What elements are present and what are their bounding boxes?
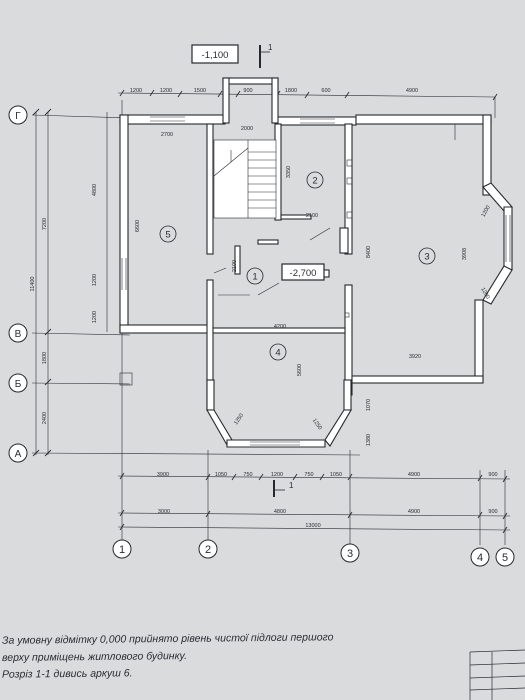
dim-top: 4900 — [406, 88, 418, 94]
dim-bottom-row1: 1200 — [271, 472, 283, 478]
section-mark-bottom: 1 — [273, 480, 294, 497]
dim-room1-height: 2100 — [232, 260, 238, 272]
room-circle — [246, 267, 264, 285]
title-block — [469, 649, 525, 700]
room-labels: 5 2 1 3 4 — [159, 171, 436, 361]
dimension-ticks — [32, 89, 508, 534]
dim-bottom-total: 13000 — [305, 523, 320, 529]
axis-bubble-2 — [8, 373, 28, 393]
fixtures — [119, 159, 353, 386]
dim-left-inner: 4800 — [92, 184, 98, 196]
dim-top: 900 — [243, 88, 252, 94]
dim-bay4-right: 1250 — [311, 418, 323, 431]
axis-bubble-4 — [470, 547, 490, 567]
axis-label-1: 1 — [119, 544, 125, 556]
axis-bubble-2 — [198, 539, 218, 559]
svg-text:-1,100: -1,100 — [202, 50, 229, 61]
dim-bottom-row1: 4900 — [408, 472, 420, 478]
dim-right-1380: 1380 — [366, 434, 372, 446]
dim-bay4-left: 1250 — [233, 413, 245, 426]
dim-bottom-row2: 3000 — [158, 509, 170, 515]
dim-top: 600 — [321, 88, 330, 94]
dim-bottom-row1: 750 — [243, 472, 252, 478]
dim-left-outer: 1800 — [42, 352, 48, 364]
svg-text:1: 1 — [289, 481, 294, 490]
walls — [119, 77, 513, 448]
dim-right-1070: 1070 — [366, 399, 372, 411]
level-tag-top: -1,100 — [191, 44, 239, 64]
room-circle — [306, 171, 324, 189]
dim-left-inner: 1200 — [92, 274, 98, 286]
room-number: 2 — [312, 176, 317, 187]
dim-left-outer: 2400 — [42, 412, 48, 424]
dim-room5-height: 6600 — [135, 220, 141, 232]
axis-bubble-1 — [112, 539, 132, 559]
room-number: 1 — [252, 272, 257, 283]
dim-top: 1800 — [285, 88, 297, 94]
dim-bottom-row2: 4900 — [408, 509, 420, 515]
note-line-2: верху приміщень житлового будинку. — [2, 650, 187, 664]
note-line-3: Розріз 1-1 дивись аркуш 6. — [2, 667, 133, 681]
dim-room3-bay-height: 3908 — [462, 248, 468, 260]
dim-top: 1500 — [194, 88, 206, 94]
room-number: 3 — [424, 252, 429, 263]
dim-bottom-row1: 900 — [488, 472, 497, 478]
axis-label-row: Б — [15, 379, 22, 390]
dim-room3-height: 8400 — [366, 246, 372, 258]
level-tag-center: -2,700 — [281, 263, 325, 281]
dim-bay-side-bottom: 1200 — [479, 287, 490, 301]
axis-bubble-1 — [8, 323, 28, 343]
axis-bubble-3 — [8, 443, 28, 463]
axis-bubble-5 — [495, 547, 515, 567]
axis-label-4: 4 — [477, 552, 483, 564]
svg-text:-2,700: -2,700 — [290, 268, 317, 279]
axis-label-5: 5 — [502, 552, 508, 564]
room-circle — [159, 225, 177, 243]
dim-room4-height: 5600 — [297, 364, 303, 376]
room-number: 5 — [165, 230, 170, 241]
room-number: 4 — [275, 348, 280, 359]
dim-left-inner: 1200 — [92, 311, 98, 323]
dim-bottom-row1: 3900 — [157, 472, 169, 478]
dim-room4-width: 4200 — [274, 324, 286, 330]
door-swings — [213, 227, 331, 296]
dim-room2-width: 2100 — [306, 213, 318, 219]
dim-room2-height: 3350 — [286, 166, 292, 178]
room-circle — [269, 343, 287, 361]
dim-stair-top: 2000 — [241, 126, 253, 132]
axis-label-3: 3 — [347, 548, 353, 560]
dim-room3-width: 3920 — [409, 354, 421, 360]
axis-label-row: А — [15, 449, 22, 460]
dim-room5-top: 2700 — [161, 132, 173, 138]
section-mark-top: 1 — [259, 43, 273, 68]
dim-top: 1200 — [130, 88, 142, 94]
dim-bottom-row1: 1050 — [330, 472, 342, 478]
dim-bottom-row1: 1050 — [215, 472, 227, 478]
svg-text:1: 1 — [268, 43, 273, 52]
axis-bubble-0 — [8, 105, 28, 125]
dim-bay-side-top: 1200 — [480, 205, 491, 219]
dim-left-total: 11400 — [30, 277, 36, 292]
axis-label-row: Г — [15, 111, 21, 122]
axis-bubble-3 — [340, 543, 360, 563]
axis-label-2: 2 — [205, 544, 211, 556]
dim-bottom-row2: 4800 — [274, 509, 286, 515]
room-circle — [418, 247, 436, 265]
staircase — [213, 139, 277, 219]
dim-left-outer: 7200 — [42, 218, 48, 230]
axis-label-row: В — [15, 329, 22, 340]
dim-bottom-row2: 900 — [488, 509, 497, 515]
dim-top: 1200 — [160, 88, 172, 94]
dim-bottom-row1: 750 — [304, 472, 313, 478]
windows — [121, 116, 511, 446]
axis-bubbles: 1 2 3 4 5 Г В Б А — [8, 105, 515, 567]
